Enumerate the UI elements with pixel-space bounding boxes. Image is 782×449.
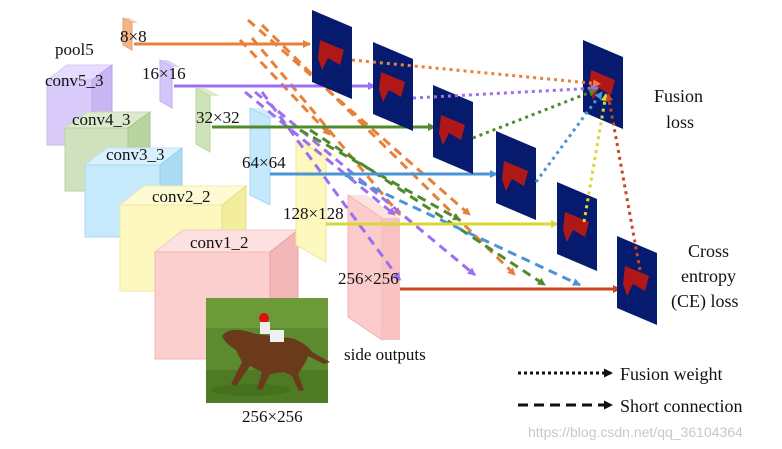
label-conv2-2: conv2_2 [152,187,211,206]
side-output-arrows [134,40,621,293]
legend: Fusion weight Short connection [518,364,742,416]
saliency-map-1 [312,10,352,99]
label-pool5: pool5 [55,40,94,59]
legend-short-connection: Short connection [620,396,742,416]
saliency-map-5 [557,182,597,271]
label-conv4-3: conv4_3 [72,110,131,129]
fusion-weight-arrows [351,58,642,271]
size-8: 8×8 [120,27,147,46]
label-fusion-loss-2: loss [666,112,694,132]
label-ce-loss-2: entropy [681,266,736,286]
side-output-128 [295,139,340,263]
saliency-map-3 [433,85,473,174]
side-output-16 [159,59,180,109]
label-ce-loss-3: (CE) loss [671,291,739,312]
size-64: 64×64 [242,153,286,172]
label-fusion-loss-1: Fusion [654,86,703,106]
side-output-256 [347,194,400,341]
size-16: 16×16 [142,64,186,83]
size-128: 128×128 [283,204,344,223]
side-output-32 [195,87,220,153]
size-32: 32×32 [196,108,240,127]
saliency-map-4 [496,131,536,220]
saliency-map-2 [373,42,413,131]
label-conv5-3: conv5_3 [45,71,104,90]
input-size: 256×256 [242,407,303,426]
short-connections [238,18,581,287]
saliency-map-fusion [583,40,623,129]
input-image-horse [206,298,330,403]
saliency-map-6 [617,236,657,325]
watermark: https://blog.csdn.net/qq_36104364 [528,424,743,440]
label-ce-loss-1: Cross [688,241,729,261]
label-conv1-2: conv1_2 [190,233,249,252]
label-conv3-3: conv3_3 [106,145,165,164]
legend-fusion-weight: Fusion weight [620,364,723,384]
side-output-8 [122,17,138,51]
label-side-outputs: side outputs [344,345,426,364]
size-256: 256×256 [338,269,399,288]
